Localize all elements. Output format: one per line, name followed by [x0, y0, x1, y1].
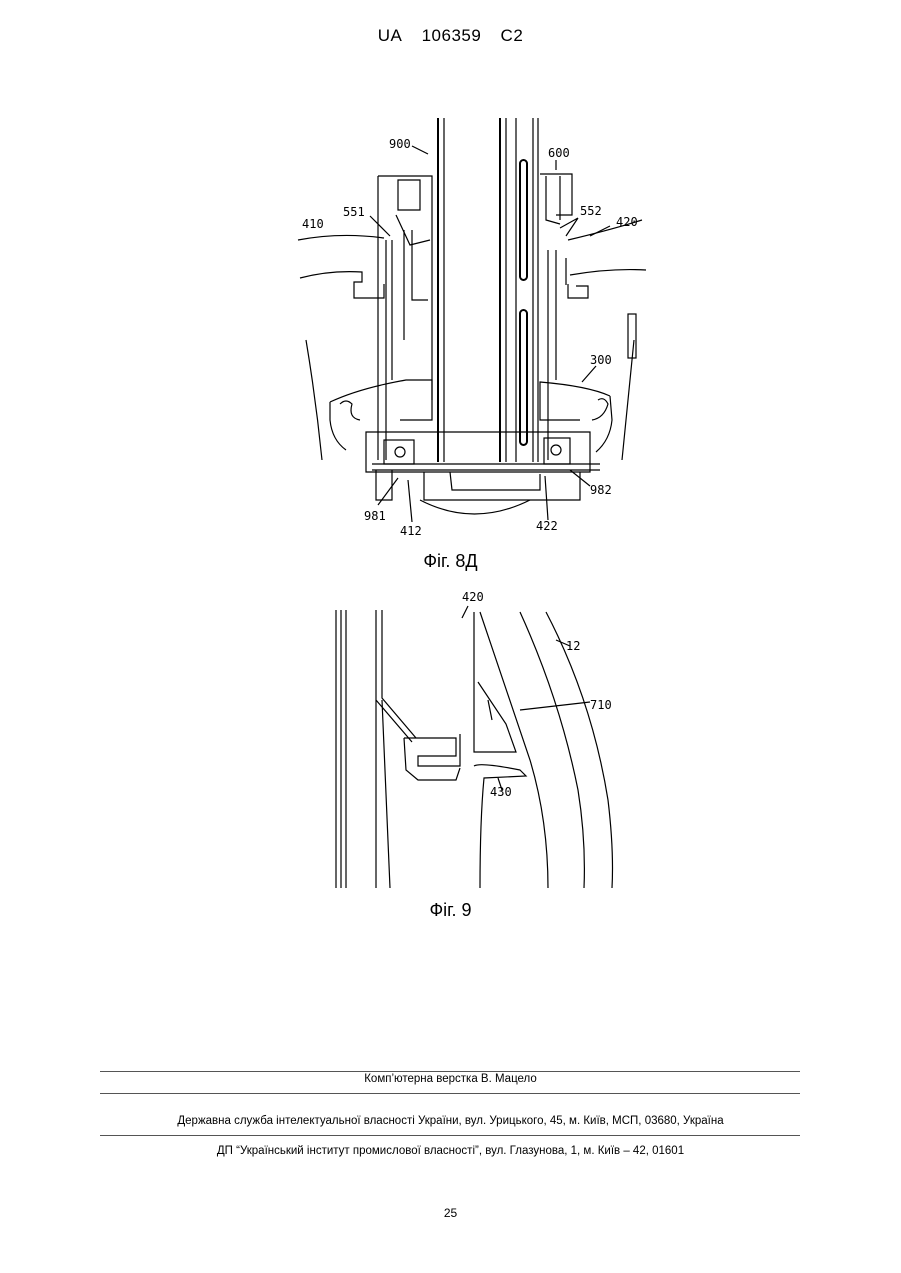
label-420-fig9: 420: [462, 590, 484, 604]
page-number: 25: [0, 1206, 901, 1220]
patent-header: UA 106359 C2: [0, 26, 901, 46]
label-420-8d: 420: [616, 215, 638, 229]
label-12: 12: [566, 639, 580, 653]
patent-office-code: UA: [378, 26, 403, 45]
label-981: 981: [364, 509, 386, 523]
footer-rule-top: [100, 1071, 800, 1072]
footer-rule-bottom: [100, 1135, 800, 1136]
label-410: 410: [302, 217, 324, 231]
footer-rule-middle: [100, 1093, 800, 1094]
label-900: 900: [389, 137, 411, 151]
label-551: 551: [343, 205, 365, 219]
footer-service-address: Державна служба інтелектуальної власност…: [0, 1115, 901, 1127]
label-422: 422: [536, 519, 558, 533]
patent-kind-code: C2: [501, 26, 524, 45]
label-600: 600: [548, 146, 570, 160]
label-982: 982: [590, 483, 612, 497]
patent-number: 106359: [422, 26, 482, 45]
label-710: 710: [590, 698, 612, 712]
figure-9-caption: Фіг. 9: [0, 900, 901, 921]
label-412: 412: [400, 524, 422, 538]
label-552: 552: [580, 204, 602, 218]
label-430: 430: [490, 785, 512, 799]
figure-8d-caption: Фіг. 8Д: [0, 551, 901, 572]
figure-9-drawing: 420 12 710 430: [0, 585, 901, 895]
footer-layout-credit: Комп’ютерна верстка В. Мацело: [0, 1073, 901, 1085]
footer-institute-address: ДП “Український інститут промислової вла…: [0, 1145, 901, 1157]
figure-8d-drawing: 900 600 410 551 552 420 300 981 412 422 …: [0, 110, 901, 550]
label-300: 300: [590, 353, 612, 367]
